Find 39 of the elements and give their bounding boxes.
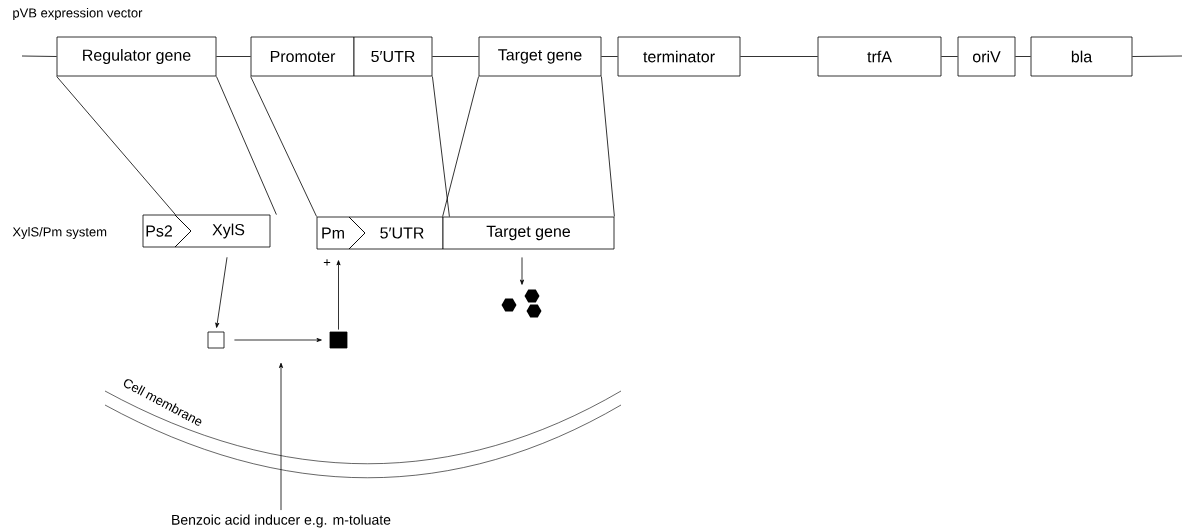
connector-line [601,76,615,217]
gene-box: Target gene [442,216,615,250]
gene-box: oriV [957,36,1016,77]
connector-line [216,76,277,215]
gene-box: 5′UTR [353,36,433,77]
gene-box: bla [1030,36,1133,77]
arrow [234,338,322,342]
connector-line [601,56,618,57]
system-label: XylS/Pm system [12,226,107,240]
inducer-label: Benzoic acid inducer e.g. m-toluate [172,514,391,528]
promoter-arrow-box: Ps2 [142,214,192,248]
title: pVB expression vector [13,7,143,21]
connector-line [56,76,176,215]
gene-box: terminator [617,36,741,77]
gene-box: 5′UTR [348,216,444,250]
connector-line [21,55,57,57]
arrow [279,362,283,511]
hexagon-drawing [501,289,542,318]
edge-label: + [322,258,332,268]
connector-line [740,56,818,57]
gene-box: Target gene [478,36,602,77]
open-square [207,331,225,349]
arrow [520,257,524,285]
gene-box: trfA [817,36,942,77]
connector-line [432,76,450,217]
connector-line [432,56,479,57]
connector-line [216,56,251,57]
filled-square [329,331,348,349]
connector-line [1132,55,1182,57]
connector-line [250,76,317,217]
gene-box: XylS [174,214,271,248]
gene-box: Promoter [250,36,355,77]
connector-line [442,76,479,217]
promoter-arrow-box: Pm [316,216,366,250]
connector-line [941,56,958,57]
connector-line [1015,56,1031,57]
gene-box: Regulator gene [56,36,217,77]
arrow [215,256,228,328]
arrow [336,260,341,330]
